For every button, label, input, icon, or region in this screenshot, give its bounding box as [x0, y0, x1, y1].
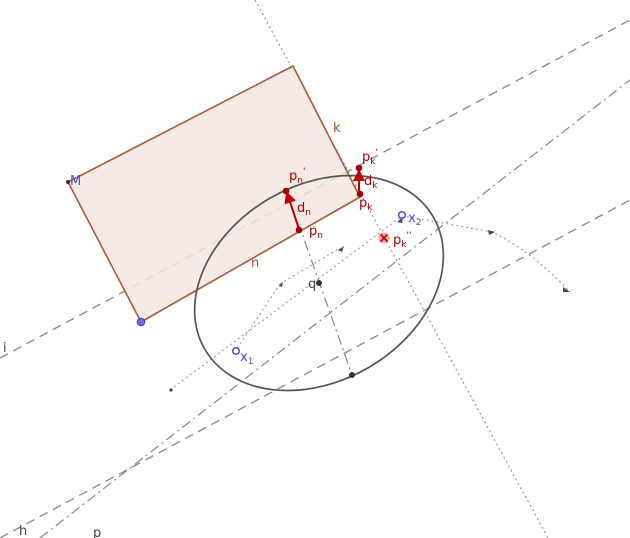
- label-x2: x2: [408, 211, 421, 228]
- label-dk: dk: [364, 174, 378, 191]
- point-pk-double-prime[interactable]: [378, 232, 390, 244]
- label-M: M: [70, 174, 81, 189]
- point-pn[interactable]: [295, 226, 303, 234]
- dotted-line-x1-x2[interactable]: [169, 215, 403, 391]
- label-p: p: [93, 526, 101, 538]
- point-x1[interactable]: [231, 346, 241, 356]
- point-q[interactable]: [316, 280, 322, 286]
- label-i: i: [3, 341, 7, 356]
- label-pk-prime: pk': [362, 148, 378, 167]
- label-pk-double-prime: pk'': [393, 231, 411, 250]
- point-pk[interactable]: [356, 190, 364, 198]
- point-pk-prime[interactable]: [355, 164, 363, 172]
- dotted-curve[interactable]: [401, 215, 569, 291]
- point-M[interactable]: [66, 180, 70, 184]
- dotted-segment-b[interactable]: [279, 247, 341, 285]
- dotted-line-steep[interactable]: [254, 0, 549, 538]
- minor-axis-line[interactable]: [297, 221, 353, 376]
- line-p[interactable]: [39, 79, 630, 538]
- label-k: k: [333, 121, 341, 136]
- point-x2[interactable]: [397, 210, 407, 220]
- label-h: h: [19, 524, 27, 538]
- vector-dn[interactable]: [284, 191, 300, 230]
- label-pn-prime: pn': [289, 167, 305, 186]
- label-pk: pk: [359, 196, 373, 213]
- label-x1: x1: [240, 350, 253, 367]
- label-n: n: [251, 256, 259, 271]
- line-h[interactable]: [0, 199, 630, 538]
- label-dn: dn: [297, 201, 311, 218]
- ellipse-conic[interactable]: [156, 132, 483, 434]
- label-q: q: [308, 277, 316, 292]
- point-blue-corner[interactable]: [136, 317, 146, 327]
- dotted-arrow-tips: [279, 217, 570, 292]
- label-pn: pn: [309, 224, 323, 241]
- point-small-left[interactable]: [169, 388, 173, 392]
- point-bottom[interactable]: [349, 372, 355, 378]
- point-pn-prime[interactable]: [282, 187, 290, 195]
- dotted-segment-a[interactable]: [235, 283, 281, 351]
